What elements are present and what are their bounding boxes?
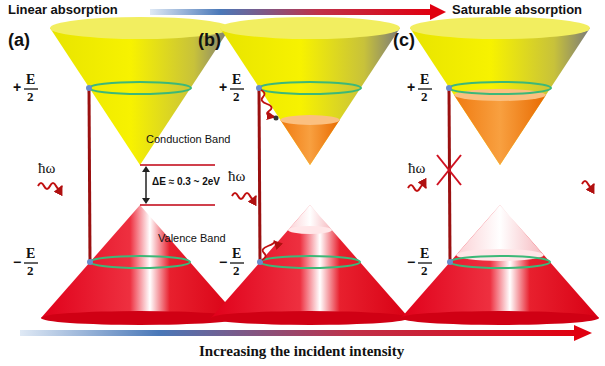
photon-energy: ħω <box>38 160 55 177</box>
panel-b-bands <box>211 17 409 325</box>
energy-sign: + <box>219 79 227 95</box>
top-arrow <box>150 9 432 15</box>
energy-sign: + <box>13 79 21 95</box>
photon-energy: ħω <box>228 168 245 185</box>
axis-caption: Increasing the incident intensity <box>199 343 404 360</box>
energy-denominator: 2 <box>421 264 428 279</box>
band-gap-value: ΔE ≈ 0.3 ~ 2eV <box>152 176 220 188</box>
energy-numerator: E <box>420 246 429 262</box>
energy-numerator: E <box>232 72 241 88</box>
panel-letter: (b) <box>198 30 221 51</box>
energy-numerator: E <box>26 246 35 262</box>
energy-denominator: 2 <box>421 90 428 105</box>
photon-energy: ħω <box>408 160 425 177</box>
energy-denominator: 2 <box>233 90 240 105</box>
fraction-bars <box>24 89 432 263</box>
energy-denominator: 2 <box>27 264 34 279</box>
panel-a-bands <box>38 17 239 325</box>
energy-numerator: E <box>232 246 241 262</box>
bottom-arrow <box>20 330 576 336</box>
energy-numerator: E <box>26 72 35 88</box>
energy-sign: − <box>219 254 227 270</box>
energy-sign: + <box>407 79 415 95</box>
energy-sign: − <box>407 254 415 270</box>
band-name: Valence Band <box>158 232 226 245</box>
energy-denominator: 2 <box>27 90 34 105</box>
band-name: Conduction Band <box>146 133 230 146</box>
energy-numerator: E <box>420 72 429 88</box>
panel-letter: (a) <box>8 30 30 51</box>
energy-sign: − <box>13 254 21 270</box>
stage-title: Saturable absorption <box>452 3 582 18</box>
panel-c-bands <box>401 17 599 325</box>
panel-letter: (c) <box>393 30 415 51</box>
stage-title: Linear absorption <box>8 3 118 18</box>
energy-denominator: 2 <box>233 264 240 279</box>
